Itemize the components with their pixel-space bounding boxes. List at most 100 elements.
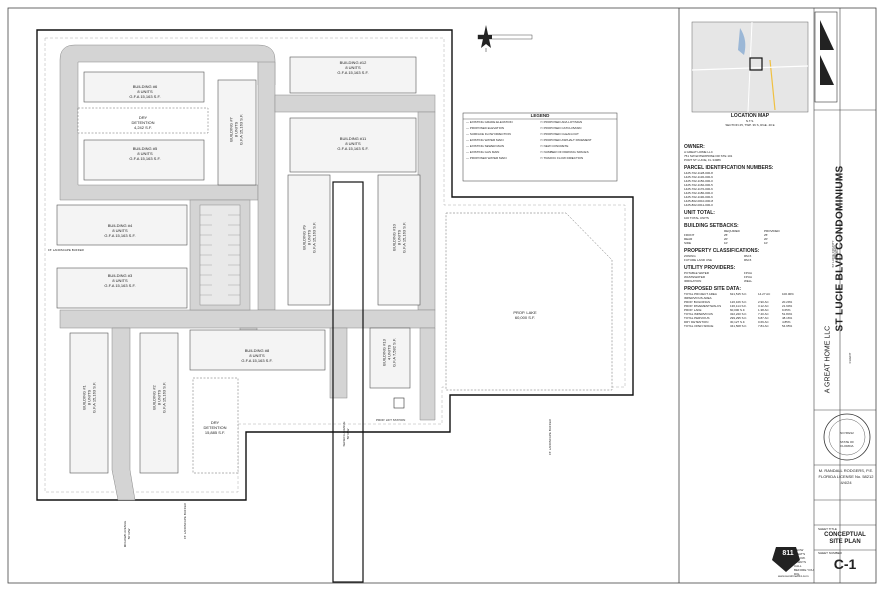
setback-row-cell: 25' bbox=[724, 233, 728, 237]
site-data-row-cell: TOTAL OPEN SPACE bbox=[684, 324, 714, 328]
building-units: 8 UNITS bbox=[112, 228, 128, 233]
building-name: BUILDING #8 bbox=[244, 348, 270, 353]
legend-item-cell: ▭ PROPOSED CATCH BASIN bbox=[540, 126, 582, 130]
building-units: 8 UNITS bbox=[112, 278, 128, 283]
legend-item: — SURFACE FLOW DIRECTION▭ PROPOSED CLEAN… bbox=[463, 131, 617, 137]
site-data-row-cell: TOTAL PERVIOUS bbox=[684, 316, 710, 320]
setback-row-cell: 25' bbox=[764, 233, 768, 237]
building-units: 8 UNITS bbox=[137, 89, 153, 94]
building-11-label: BUILDING #11 8 UNITS G.F.A 15,163 S.F. bbox=[318, 136, 388, 151]
location-map-caption: LOCATION MAP N.T.S. SECTION 25, TWP. 36 … bbox=[692, 113, 808, 127]
owner-line: 751 SW ENTERPRISE DR STE 101 bbox=[684, 154, 733, 158]
seal-state-line: STATE OF bbox=[839, 440, 855, 444]
legend-item-cell: ▭ PROPOSED ASPHALT PAVEMENT bbox=[540, 138, 592, 142]
legend: LEGEND — EXISTING GRADE ELEVATION▭ PROPO… bbox=[463, 113, 617, 181]
legend-item-cell: — PROPOSED WATER MAIN bbox=[466, 156, 507, 160]
seal-number: NO 58212 bbox=[840, 431, 854, 435]
setback-header-cell: PROVIDED bbox=[764, 229, 780, 233]
building-gfa: G.F.A 15,163 S.F. bbox=[129, 156, 161, 161]
site-data-row: TOTAL OPEN SPACE 341,508 S.F. 7.84 AC 54.95… bbox=[684, 324, 808, 328]
site-data-row-cell: 322,220 S.F. bbox=[730, 312, 747, 316]
utility-row-cell: POTABLE WATER bbox=[684, 271, 709, 275]
site-data-row-cell: 20.29% bbox=[782, 300, 793, 304]
engineer-name: M. RANDALL RODGERS, P.E. bbox=[818, 468, 874, 473]
classification-row-cell: RM-5 bbox=[744, 258, 752, 262]
utility-row-cell: IRRIGATION bbox=[684, 279, 702, 283]
parcel-id: 1425-802-0011-000-0 bbox=[684, 203, 713, 207]
building-13-label: BUILDING #13 4 UNITS G.F.A 7,582 S.F. bbox=[382, 328, 397, 378]
building-7-label: BUILDING #7 8 UNITS G.F.A 15,163 S.F. bbox=[229, 100, 244, 160]
site-data-row-cell: 54.95% bbox=[782, 324, 793, 328]
site-data-row-cell: 299,295 S.F. bbox=[730, 316, 747, 320]
parcel-id: 1425-702-1190-000-6 bbox=[684, 195, 713, 199]
dry-detention-1: DRY DETENTION 4,242 S.F. bbox=[118, 115, 168, 130]
setback-header-cell: REQUIRED bbox=[724, 229, 740, 233]
street-row: 50' R/W bbox=[346, 428, 350, 440]
building-name: BUILDING #4 bbox=[107, 223, 133, 228]
sheet-title: CONCEPTUAL SITE PLAN bbox=[814, 532, 876, 546]
seneca-avenue-label: SENECA AVENUE 50' R/W bbox=[342, 404, 350, 464]
building-1-label: BUILDING #1 8 UNITS G.F.A 15,163 S.F. bbox=[82, 368, 97, 428]
seal-state-line: FLORIDA bbox=[840, 444, 854, 448]
building-name: BUILDING #5 bbox=[132, 146, 158, 151]
setback-row-cell: 20' bbox=[724, 237, 728, 241]
building-10-label: BUILDING #10 8 UNITS G.F.A 15,163 S.F. bbox=[392, 208, 407, 268]
setback-row-cell: 10' bbox=[764, 241, 768, 245]
parcel-id: 1425-702-1128-000-8 bbox=[684, 171, 713, 175]
site-data-row-cell: 1.38 AC bbox=[758, 308, 769, 312]
project-state: FLORIDA bbox=[835, 247, 839, 261]
engineer-block: M. RANDALL RODGERS, P.E. FLORIDA LICENSE… bbox=[816, 468, 876, 486]
site-data-row-cell: 126,106 S.F. bbox=[730, 300, 747, 304]
sheet-title-line: SITE PLAN bbox=[829, 539, 861, 545]
building-units: 8 UNITS bbox=[249, 353, 265, 358]
site-data-row-cell: 341,508 S.F. bbox=[730, 324, 747, 328]
landscape-buffer-west: 15' LANDSCAPE BUFFER bbox=[48, 248, 84, 252]
building-gfa: G.F.A 15,163 S.F. bbox=[401, 221, 407, 254]
legend-item-cell: — EXISTING WATER MAIN bbox=[466, 138, 504, 142]
parcel-id: 1425-702-1160-000-5 bbox=[684, 183, 713, 187]
legend-item: — EXISTING WATER MAIN ▭ PROPOSED ASPHALT … bbox=[463, 137, 617, 143]
classifications-title: PROPERTY CLASSIFICATIONS: bbox=[684, 248, 760, 254]
lake-line: PROP. LAKE bbox=[513, 310, 537, 315]
unit-value: 100 TOTAL UNITS bbox=[684, 216, 709, 220]
legend-item: — EXISTING GAS MAIN▭ NUMBER OF PARKING S… bbox=[463, 149, 617, 155]
legend-rows: — EXISTING GRADE ELEVATION▭ PROPOSED ADA… bbox=[463, 119, 617, 161]
project-notes: OWNER: A GREAT HOME LLC 751 SW ENTERPRIS… bbox=[684, 144, 808, 328]
building-6-label: BUILDING #6 8 UNITS G.F.A 15,163 S.F. bbox=[110, 84, 180, 99]
building-gfa: G.F.A 15,163 S.F. bbox=[91, 381, 97, 414]
building-gfa: G.F.A 15,163 S.F. bbox=[241, 358, 273, 363]
prop-lake: PROP. LAKE 60,000 S.F. bbox=[500, 310, 550, 320]
building-name: BUILDING #11 bbox=[339, 136, 367, 141]
site-data-row-cell: 621,515 S.F. bbox=[730, 292, 747, 296]
legend-item-cell: ▭ NUMBER OF PARKING SPACES bbox=[540, 150, 589, 154]
legend-title: LEGEND bbox=[530, 113, 550, 118]
site-data-row-cell: 6.87 AC bbox=[758, 316, 769, 320]
legend-item: — PROPOSED ELEVATION▭ PROPOSED CATCH BAS… bbox=[463, 125, 617, 131]
engineer-date: 4/4/24 bbox=[840, 480, 852, 485]
client-name: A GREAT HOME LLC bbox=[824, 325, 832, 394]
building-units: 8 UNITS bbox=[137, 151, 153, 156]
setback-row-cell: FRONT bbox=[684, 233, 695, 237]
building-units: 8 UNITS bbox=[345, 141, 361, 146]
setback-row-cell: SIDE bbox=[684, 241, 692, 245]
parcel-title: PARCEL IDENTIFICATION NUMBERS: bbox=[684, 165, 774, 171]
detention-line: DETENTION bbox=[203, 425, 227, 430]
detention-line: DRY bbox=[210, 420, 220, 425]
site-data-row-cell: 7.84 AC bbox=[758, 324, 769, 328]
building-2-label: BUILDING #2 8 UNITS G.F.A 15,163 S.F. bbox=[152, 368, 167, 428]
parcel-id: 1425-802-0010-000-8 bbox=[684, 199, 714, 203]
site-data-row-cell: 60,000 S.F. bbox=[730, 308, 746, 312]
setbacks-title: BUILDING SETBACKS: bbox=[684, 223, 739, 229]
building-name: BUILDING #3 bbox=[107, 273, 133, 278]
legend-item-cell: ▭ TRAFFIC FLOW DIRECTION bbox=[540, 156, 584, 160]
building-units: 8 UNITS bbox=[345, 65, 361, 70]
detention-line: 15,885 S.F. bbox=[204, 430, 226, 435]
